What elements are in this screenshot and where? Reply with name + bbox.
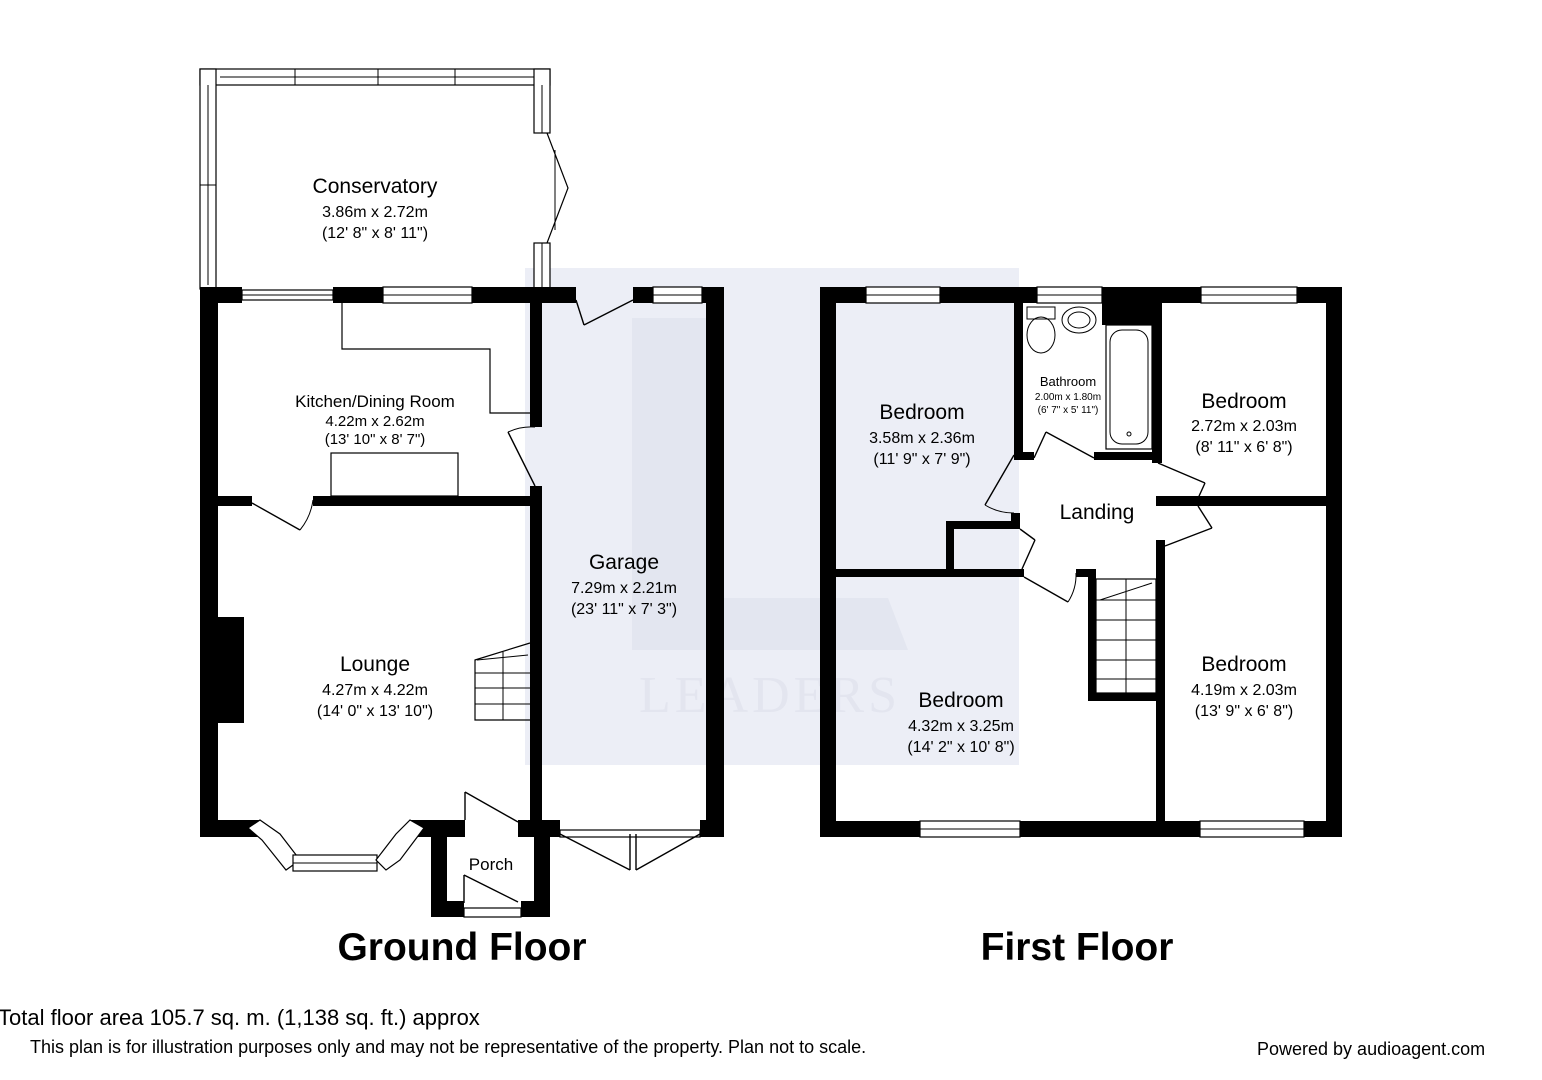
bedroom-bottom-left-metric: 4.32m x 3.25m — [908, 718, 1014, 735]
ground-floor-walls — [200, 287, 724, 917]
first-floor-details — [984, 306, 1213, 694]
lounge-imperial: (14' 0" x 13' 10") — [317, 703, 433, 720]
garage-imperial: (23' 11" x 7' 3") — [571, 601, 677, 618]
bedroom-bottom-right-imperial: (13' 9" x 6' 8") — [1195, 703, 1293, 720]
kitchen-name: Kitchen/Dining Room — [295, 392, 455, 411]
first-floor-walls — [820, 287, 1342, 837]
bedroom-front-left-imperial: (11' 9" x 7' 9") — [873, 451, 970, 468]
bedroom-top-right-metric: 2.72m x 2.03m — [1191, 418, 1297, 435]
ground-floor-windows — [241, 286, 703, 918]
conservatory-frame — [199, 68, 569, 290]
conservatory-imperial: (12' 8" x 8' 11") — [322, 225, 428, 242]
bathroom-name: Bathroom — [1040, 374, 1096, 389]
bedroom-bottom-left-name: Bedroom — [918, 689, 1003, 712]
garage-name: Garage — [589, 551, 659, 574]
watermark: LEADERS — [525, 268, 1019, 765]
landing-name: Landing — [1060, 501, 1135, 524]
powered-by-credit: Powered by audioagent.com — [1257, 1039, 1486, 1059]
bedroom-top-right-name: Bedroom — [1201, 390, 1286, 413]
bedroom-front-left-name: Bedroom — [879, 401, 964, 424]
bedroom-top-right-imperial: (8' 11" x 6' 8") — [1195, 439, 1292, 456]
conservatory-name: Conservatory — [313, 175, 438, 198]
conservatory-metric: 3.86m x 2.72m — [322, 204, 428, 221]
bathroom-metric: 2.00m x 1.80m — [1035, 392, 1101, 403]
bedroom-front-left-metric: 3.58m x 2.36m — [869, 430, 975, 447]
watermark-text: LEADERS — [639, 667, 901, 724]
bedroom-bottom-right-name: Bedroom — [1201, 653, 1286, 676]
first-floor-windows — [865, 286, 1305, 838]
bedroom-bottom-right-metric: 4.19m x 2.03m — [1191, 682, 1297, 699]
lounge-metric: 4.27m x 4.22m — [322, 682, 428, 699]
ground-floor-details — [251, 299, 701, 903]
ground-floor-plan: Conservatory 3.86m x 2.72m (12' 8" x 8' … — [199, 68, 724, 969]
bedroom-bottom-left-imperial: (14' 2" x 10' 8") — [907, 739, 1014, 756]
bathroom-imperial: (6' 7" x 5' 11") — [1038, 405, 1099, 416]
plan-disclaimer: This plan is for illustration purposes o… — [30, 1037, 867, 1057]
porch-name: Porch — [469, 855, 513, 874]
first-floor-plan: Bedroom 3.58m x 2.36m (11' 9" x 7' 9") B… — [820, 286, 1342, 969]
ground-floor-labels: Conservatory 3.86m x 2.72m (12' 8" x 8' … — [295, 175, 677, 969]
lounge-name: Lounge — [340, 653, 410, 676]
garage-metric: 7.29m x 2.21m — [571, 580, 677, 597]
kitchen-metric: 4.22m x 2.62m — [325, 413, 424, 430]
total-floor-area: Total floor area 105.7 sq. m. (1,138 sq.… — [0, 1005, 480, 1030]
first-floor-labels: Bedroom 3.58m x 2.36m (11' 9" x 7' 9") B… — [869, 374, 1297, 969]
ground-floor-title: Ground Floor — [337, 926, 586, 969]
kitchen-imperial: (13' 10" x 8' 7") — [325, 431, 426, 448]
first-floor-title: First Floor — [981, 926, 1174, 969]
